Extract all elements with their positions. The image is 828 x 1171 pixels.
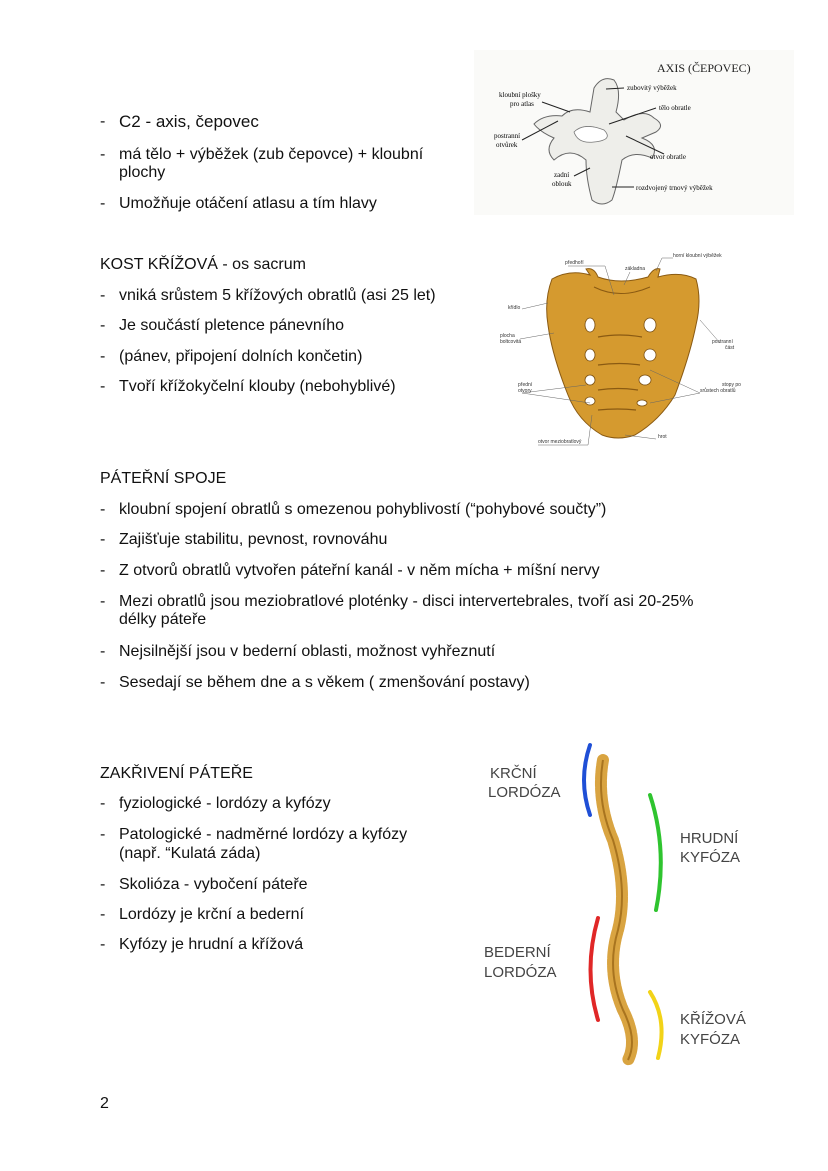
- axis-vertebra-figure: AXIS (ČEPOVEC) kloubní plošky pro atlas …: [474, 50, 794, 215]
- bullet-dash: -: [100, 348, 106, 365]
- figure-label: rozdvojený trnový výběžek: [636, 184, 713, 192]
- list-item: Umožňuje otáčení atlasu a tím hlavy: [119, 195, 377, 212]
- list-item: vniká srůstem 5 křížových obratlů (asi 2…: [119, 287, 436, 304]
- figure-label: zubovitý výběžek: [627, 84, 677, 92]
- list-item-continued: délky páteře: [119, 611, 207, 628]
- list-item: Zajišťuje stabilitu, pevnost, rovnováhu: [119, 531, 388, 548]
- bullet-dash: -: [100, 531, 106, 548]
- list-item: Z otvorů obratlů vytvořen páteřní kanál …: [119, 562, 600, 579]
- figure-label: boltcovitá: [500, 339, 521, 345]
- figure-label: otvory: [518, 388, 532, 394]
- list-item: Kyfózy je hrudní a křížová: [119, 936, 304, 953]
- figure-label: křídlo: [508, 305, 520, 311]
- spine-label: KYFÓZA: [680, 1031, 740, 1048]
- figure-label: postranní: [494, 132, 520, 140]
- list-item: má tělo + výběžek (zub čepovce) + kloubn…: [119, 146, 424, 163]
- list-item: kloubní spojení obratlů s omezenou pohyb…: [119, 501, 607, 518]
- figure-label: horní kloubní výběžek: [673, 253, 722, 259]
- figure-label: tělo obratle: [659, 104, 691, 112]
- bullet-dash: -: [100, 378, 106, 395]
- list-item: Skolióza - vybočení páteře: [119, 876, 308, 893]
- figure-label: kloubní plošky: [499, 91, 541, 99]
- figure-label: srůstech obratlů: [700, 387, 736, 394]
- bullet-dash: -: [100, 826, 106, 843]
- figure-label: pro atlas: [510, 100, 534, 108]
- figure-label: postranní: [712, 339, 733, 345]
- spine-label: KŘÍŽOVÁ: [680, 1011, 746, 1028]
- figure-label: oblouk: [552, 180, 572, 188]
- bullet-dash: -: [100, 501, 106, 518]
- list-item-continued: (např. “Kulatá záda): [119, 845, 261, 862]
- sacrum-figure: předhoří základna horní kloubní výběžek …: [500, 253, 741, 446]
- bullet-dash: -: [100, 593, 106, 610]
- bullet-dash: -: [100, 562, 106, 579]
- spine-curvature-figure: KRČNÍ LORDÓZA HRUDNÍ KYFÓZA BEDERNÍ LORD…: [484, 743, 746, 1066]
- figure-label: otvůrek: [496, 141, 518, 149]
- list-item-continued: plochy: [119, 164, 166, 181]
- spine-label: KYFÓZA: [680, 849, 740, 866]
- figure-label: plocha: [500, 333, 515, 339]
- figure-label: přední: [518, 382, 533, 388]
- list-item: Tvoří křížokyčelní klouby (nebohyblivé): [119, 378, 396, 395]
- bullet-dash: -: [100, 287, 106, 304]
- list-item: Lordózy je krční a bederní: [119, 906, 304, 923]
- list-item: Sesedají se během dne a s věkem ( zmenšo…: [119, 674, 530, 691]
- bullet-dash: -: [100, 317, 106, 334]
- spine-label: BEDERNÍ: [484, 944, 552, 961]
- bullet-dash: -: [100, 906, 106, 923]
- figure-label: zadní: [554, 171, 569, 179]
- bullet-dash: -: [100, 146, 106, 163]
- figure-title: AXIS (ČEPOVEC): [657, 61, 751, 75]
- bullet-dash: -: [100, 643, 106, 660]
- section-heading: ZAKŘIVENÍ PÁTEŘE: [100, 765, 253, 782]
- section-heading: KOST KŘÍŽOVÁ - os sacrum: [100, 256, 306, 273]
- bullet-dash: -: [100, 936, 106, 953]
- bullet-dash: -: [100, 876, 106, 893]
- figure-label: otvor meziobratlový: [538, 439, 582, 445]
- bullet-dash: -: [100, 674, 106, 691]
- section-heading: PÁTEŘNÍ SPOJE: [100, 470, 227, 487]
- list-item: Patologické - nadměrné lordózy a kyfózy: [119, 826, 408, 843]
- figure-label: část: [725, 345, 735, 351]
- figure-label: základna: [625, 266, 645, 272]
- figure-label: otvor obratle: [650, 153, 686, 161]
- figure-label: hrot: [658, 434, 667, 440]
- list-item: Mezi obratlů jsou meziobratlové ploténky…: [119, 593, 694, 610]
- bullet-dash: -: [100, 113, 106, 130]
- spine-label: LORDÓZA: [488, 784, 561, 801]
- list-item: C2 - axis, čepovec: [119, 112, 259, 131]
- spine-label: LORDÓZA: [484, 964, 557, 981]
- figure-label: předhoří: [565, 260, 584, 266]
- spine-label: KRČNÍ: [490, 765, 538, 782]
- spine-label: HRUDNÍ: [680, 830, 739, 847]
- list-item: Nejsilnější jsou v bederní oblasti, možn…: [119, 643, 496, 660]
- page-number: 2: [100, 1095, 109, 1112]
- list-item: Je součástí pletence pánevního: [119, 317, 345, 334]
- list-item: fyziologické - lordózy a kyfózy: [119, 795, 331, 812]
- bullet-dash: -: [100, 195, 106, 212]
- bullet-dash: -: [100, 795, 106, 812]
- figure-label: stopy po: [722, 382, 741, 388]
- list-item: (pánev, připojení dolních končetin): [119, 348, 363, 365]
